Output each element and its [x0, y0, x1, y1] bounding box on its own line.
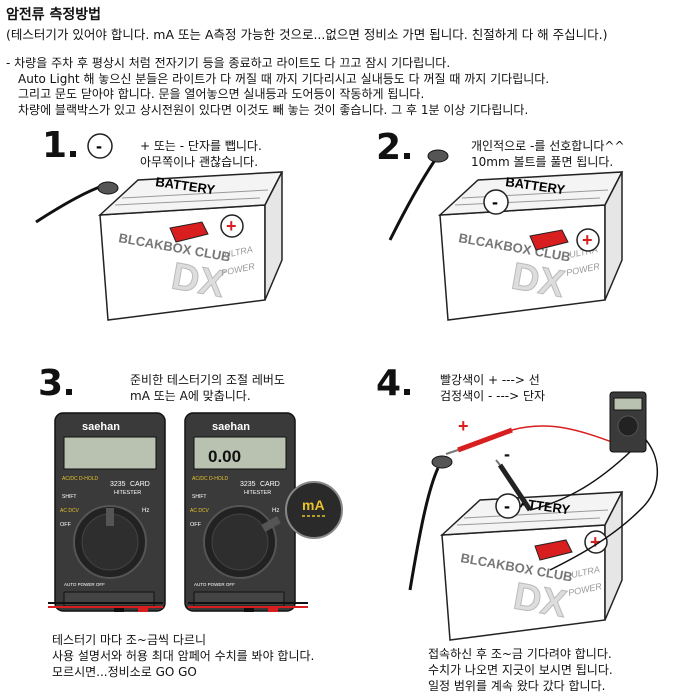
plus-sign: + [582, 230, 593, 250]
bottom-left-caption: 테스터기 마다 조~금씩 다르니 사용 설명서와 허용 최대 암페어 수치를 봐… [52, 632, 314, 680]
battery-dx-label: DX [168, 256, 228, 307]
minus-terminal-badge [495, 493, 521, 519]
battery-dx-label: DX [510, 576, 570, 627]
meter-off: OFF [190, 522, 202, 528]
meter-model-suffix: HITESTER [244, 490, 271, 496]
red-lead-jack [138, 606, 148, 612]
step-4-battery-illustration: BATTERY BLCAKBOX CLUB DX ULTRA POWER + - [439, 491, 624, 641]
caption-line: 일정 범위를 계속 왔다 갔다 합니다. [428, 679, 606, 693]
caption-line: 사용 설명서와 허용 최대 암페어 수치를 봐야 합니다. [52, 649, 315, 663]
step-2-line: 개인적으로 -를 선호합니다^^ [471, 139, 625, 153]
meter-model: 3235 [240, 481, 256, 488]
minus-sign: - [492, 192, 498, 212]
caption-line: 모르시면...정비소로 GO GO [52, 665, 197, 679]
note-line: 차량에 블랙박스가 있고 상시전원이 있다면 이것도 빼 놓는 것이 좋습니다.… [18, 102, 529, 117]
step-4-wiring: + - [408, 391, 658, 591]
step-1-caption: + 또는 - 단자를 뺍니다. 아무쪽이나 괜찮습니다. [140, 138, 262, 170]
red-lead-jack [268, 606, 278, 612]
minus-sign: - [504, 496, 510, 516]
step-2-battery-illustration: BATTERY BLCAKBOX CLUB DX ULTRA POWER + - [388, 149, 624, 321]
step-3-multimeter-right: saehan 0.00 AC/DC D-HOLD 3235 CARD HITES… [184, 412, 296, 612]
red-probe[interactable] [457, 427, 513, 453]
meter-display-value: 0.00 [208, 447, 241, 466]
meter-off: OFF [60, 522, 72, 528]
meter-acdc: AC/DC D-HOLD [62, 476, 99, 482]
step-4-line: 검정색이 - ---> 단자 [440, 389, 546, 403]
black-lead-jack [114, 606, 124, 612]
plus-terminal-badge [576, 228, 600, 252]
caption-line: 테스터기 마다 조~금씩 다르니 [52, 633, 206, 647]
meter-acdc: AC/DC D-HOLD [192, 476, 229, 482]
meter-card: CARD [130, 481, 150, 488]
minus-terminal-badge [87, 133, 113, 159]
minus-terminal-badge [483, 189, 509, 215]
step-1-number: 1 [42, 128, 77, 164]
step-4-caption: 빨강색이 + ---> 선 검정색이 - ---> 단자 [440, 372, 545, 404]
probe-plus-label: + [458, 416, 469, 436]
step-1-battery-illustration: BATTERY BLCAKBOX CLUB DX ULTRA POWER + - [35, 133, 284, 321]
meter-ac-dcv: AC DCV [190, 508, 210, 514]
meter-ac-dcv: AC DCV [60, 508, 80, 514]
step-3-number: 3 [38, 366, 73, 402]
step-3-line: 준비한 테스터기의 조절 레버도 [130, 373, 285, 387]
step-1-line: + 또는 - 단자를 뺍니다. [140, 139, 262, 153]
plus-terminal-badge [220, 214, 244, 238]
meter-brand: saehan [212, 421, 250, 433]
step-3-probe-leads [48, 602, 308, 608]
step-3-multimeter-left: saehan AC/DC D-HOLD 3235 CARD HITESTER S… [54, 412, 166, 612]
step-2-line: 10mm 볼트를 풀면 됩니다. [471, 155, 614, 169]
note-line: Auto Light 해 놓으신 분들은 라이트가 다 꺼질 때 까지 기다리시… [18, 71, 550, 86]
note-line: 그리고 문도 닫아야 합니다. 문을 열어놓으면 실내등과 도어등이 작동하게 … [18, 87, 425, 101]
meter-brand: saehan [82, 421, 120, 433]
meter-hz: Hz [272, 508, 279, 514]
meter-auto-power-off: AUTO POWER OFF [194, 582, 235, 587]
meter-card: CARD [260, 481, 280, 488]
note-line: - 차량을 주차 후 평상시 처럼 전자기기 등을 종료하고 라이트도 다 끄고… [6, 56, 451, 70]
dial-pointer [261, 516, 281, 532]
meter-model: 3235 [110, 481, 126, 488]
meter-model-suffix: HITESTER [114, 490, 141, 496]
bottom-right-caption: 접속하신 후 조~금 기다려야 합니다. 수치가 나오면 지긋이 보시면 됩니다… [428, 646, 613, 694]
caption-line: 접속하신 후 조~금 기다려야 합니다. [428, 647, 612, 661]
step-3-caption: 준비한 테스터기의 조절 레버도 mA 또는 A에 맞춥니다. [130, 372, 285, 404]
step-4-number: 4 [376, 366, 411, 402]
ma-mode-zoom: mA [285, 481, 343, 539]
ma-mode-label: mA [302, 497, 325, 513]
page-subtitle: (테스터기가 있어야 합니다. mA 또는 A측정 가능한 것으로...없으면 … [6, 27, 608, 42]
step-4-line: 빨강색이 + ---> 선 [440, 373, 540, 387]
black-lead-jack [244, 606, 254, 612]
meter-shift: SHIFT [192, 494, 206, 500]
page-title: 암전류 측정방법 [6, 7, 102, 23]
dial-pointer [106, 508, 114, 526]
probe-minus-label: - [504, 444, 510, 464]
caption-line: 수치가 나오면 지긋이 보시면 됩니다. [428, 663, 613, 677]
instruction-notes: - 차량을 주차 후 평상시 처럼 전자기기 등을 종료하고 라이트도 다 끄고… [6, 56, 549, 118]
plus-sign: + [226, 216, 237, 236]
meter-hz: Hz [142, 508, 149, 514]
plus-sign: + [590, 532, 601, 552]
meter-shift: SHIFT [62, 494, 76, 500]
step-2-number: 2 [376, 130, 411, 166]
step-1-line: 아무쪽이나 괜찮습니다. [140, 155, 259, 169]
minus-sign: - [96, 136, 102, 156]
battery-dx-label: DX [508, 256, 568, 307]
step-2-caption: 개인적으로 -를 선호합니다^^ 10mm 볼트를 풀면 됩니다. [471, 138, 625, 170]
black-probe[interactable] [497, 463, 533, 512]
step-3-line: mA 또는 A에 맞춥니다. [130, 389, 251, 403]
meter-auto-power-off: AUTO POWER OFF [64, 582, 105, 587]
